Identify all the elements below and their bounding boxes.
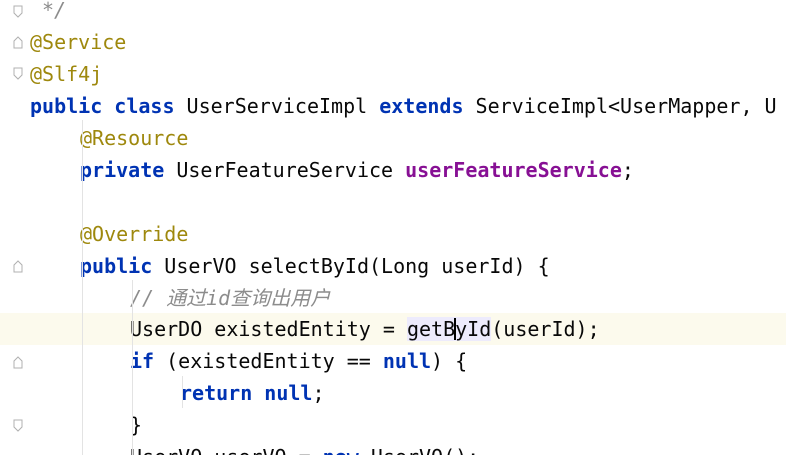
code-line[interactable]: return null; [0, 377, 786, 409]
code-token: ; [312, 381, 325, 405]
code-line[interactable]: private UserFeatureService userFeatureSe… [0, 154, 786, 186]
code-text: public class UserServiceImpl extends Ser… [30, 90, 777, 122]
code-token: UserVO selectById(Long userId) { [152, 254, 550, 278]
code-line[interactable]: } [0, 409, 786, 441]
code-text: UserVO userVO = new UserVO(); [130, 441, 479, 455]
code-text: } [130, 409, 142, 441]
code-token: (existedEntity == [154, 349, 383, 373]
fold-end-icon[interactable] [13, 67, 23, 81]
code-token: UserServiceImpl [174, 94, 380, 118]
code-line[interactable]: if (existedEntity == null) { [0, 345, 786, 377]
code-token: userFeatureService [405, 158, 622, 182]
code-token: ; [621, 158, 634, 182]
code-text: public UserVO selectById(Long userId) { [80, 250, 550, 282]
code-token: public [80, 254, 153, 278]
code-line[interactable]: */ [0, 0, 786, 26]
indent-guide [182, 376, 183, 408]
fold-start-icon[interactable] [13, 259, 23, 273]
code-token [252, 381, 264, 405]
code-line[interactable]: // 通过id查询出用户 [0, 282, 786, 314]
code-token: public [30, 94, 103, 118]
code-token: @Slf4j [30, 62, 103, 86]
code-line-current[interactable]: UserDO existedEntity = getById(userId); [0, 313, 786, 345]
code-text: private UserFeatureService userFeatureSe… [80, 154, 634, 186]
indent-guide [82, 120, 83, 455]
code-text: @Override [80, 218, 188, 250]
code-text: UserDO existedEntity = getById(userId); [130, 313, 600, 345]
code-text: @Resource [80, 122, 188, 154]
code-token: } [130, 413, 143, 437]
code-line[interactable] [0, 186, 786, 218]
code-token: null [382, 349, 432, 373]
code-token: new [323, 445, 359, 455]
code-line[interactable]: @Override [0, 218, 786, 250]
code-token: ) { [431, 349, 468, 373]
code-text: */ [42, 0, 66, 26]
code-token [102, 94, 114, 118]
text-caret [454, 317, 457, 340]
code-text: @Service [30, 26, 126, 58]
code-token: @Override [80, 222, 189, 246]
code-token: class [114, 94, 175, 118]
indent-guide [132, 280, 133, 455]
fold-start-icon[interactable] [13, 355, 23, 369]
code-token: ServiceImpl<UserMapper, U [463, 94, 777, 118]
code-token: UserVO userVO = [130, 445, 323, 455]
code-text: return null; [180, 377, 325, 409]
code-token: (userId); [491, 317, 600, 341]
code-text: if (existedEntity == null) { [130, 345, 467, 377]
code-token: extends [379, 94, 464, 118]
code-token: UserFeatureService [164, 158, 406, 182]
code-token: @Resource [80, 126, 189, 150]
code-text: @Slf4j [30, 58, 102, 90]
code-token: @Service [30, 30, 127, 54]
code-token: */ [42, 0, 67, 22]
code-token: private [80, 158, 165, 182]
code-line[interactable]: public class UserServiceImpl extends Ser… [0, 90, 786, 122]
code-line[interactable]: @Resource [0, 122, 786, 154]
code-token: UserDO existedEntity = [130, 317, 407, 341]
code-token: // 通过id查询出用户 [130, 286, 331, 310]
code-token: null [264, 381, 313, 405]
code-token: getB [406, 317, 456, 341]
code-line[interactable]: @Slf4j [0, 58, 786, 90]
code-token: yId [455, 317, 492, 341]
code-token: return [180, 381, 253, 405]
code-line[interactable]: UserVO userVO = new UserVO(); [0, 441, 786, 455]
fold-end-icon[interactable] [13, 419, 23, 433]
code-text: // 通过id查询出用户 [130, 282, 330, 314]
code-token: UserVO(); [359, 445, 479, 455]
fold-end-icon[interactable] [13, 5, 23, 19]
code-token: if [130, 349, 155, 373]
fold-start-icon[interactable] [13, 35, 23, 49]
editor-gutter [0, 0, 26, 455]
code-line[interactable]: public UserVO selectById(Long userId) { [0, 250, 786, 282]
code-line[interactable]: @Service [0, 26, 786, 58]
